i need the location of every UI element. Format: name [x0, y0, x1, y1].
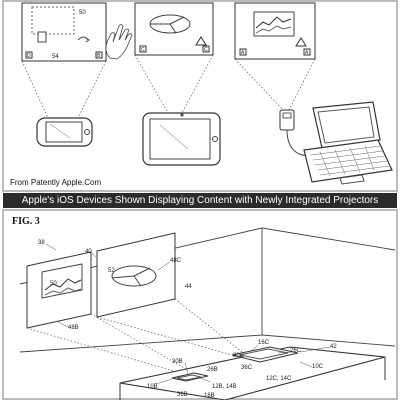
screen1-right-tag: B: [97, 53, 101, 59]
wall-projection-pie: [96, 232, 176, 318]
wall-projection-graph: [26, 251, 92, 329]
projected-screen-1: 50 54 D B: [21, 2, 107, 62]
ref-26c: 26C: [290, 348, 302, 354]
ref-42: 42: [330, 344, 337, 350]
ref-36b: 36B: [177, 392, 188, 398]
projected-screen-2: C C: [134, 2, 214, 56]
hand-gesture-icon: [105, 24, 133, 60]
ref-44: 44: [185, 284, 192, 290]
ipad-device: [142, 112, 221, 166]
ref-54: 54: [52, 54, 59, 60]
projector-dongle: [279, 109, 318, 157]
iphone-device: [36, 117, 93, 147]
ref-16c: 16C: [258, 340, 270, 346]
screen3-left-tag: A: [241, 50, 245, 56]
macbook-device: [303, 101, 393, 185]
screen3-right-tag: A: [305, 50, 309, 56]
ref-48c: 48C: [170, 258, 182, 264]
leader-lines: [45, 243, 331, 385]
ref-12c-14c: 12C, 14C: [266, 376, 292, 382]
ref-36c: 36C: [241, 365, 253, 371]
ref-30b: 30B: [172, 359, 183, 365]
projection-lines-bottom: [26, 298, 243, 374]
ipad-on-table: [231, 346, 299, 363]
ref-40: 40: [85, 249, 92, 255]
ref-50-top: 50: [79, 10, 86, 16]
ref-10c: 10C: [312, 364, 324, 370]
figure-label: FIG. 3: [12, 216, 40, 227]
screen2-left-tag: C: [141, 47, 145, 53]
ref-26b: 26B: [207, 367, 218, 373]
ref-50: 50: [50, 281, 57, 287]
figure-references: 38 40 48C 44 50 52 48B 16C 30C 26C 42 30…: [38, 240, 337, 399]
screen1-left-tag-box: [25, 51, 33, 59]
projection-lines-top: [21, 54, 316, 119]
bottom-panel-border: [2, 209, 398, 400]
ref-48b: 48B: [68, 325, 79, 331]
ref-10b: 10B: [147, 384, 158, 390]
ref-30c: 30C: [233, 353, 245, 359]
ref-16b: 16B: [204, 393, 215, 399]
ref-12b-14b: 12B, 14B: [212, 384, 237, 390]
iphone-on-table: [171, 372, 209, 382]
source-credit: From Patently Apple.Com: [10, 178, 102, 187]
projected-screen-3: A A: [234, 2, 316, 60]
table: [119, 346, 386, 400]
screen2-right-tag: C: [204, 47, 208, 53]
banner-title: Apple's iOS Devices Shown Displaying Con…: [3, 193, 397, 208]
screen1-left-tag: D: [27, 53, 31, 59]
ref-38: 38: [38, 240, 45, 246]
screen1-right-tag-box: [95, 51, 103, 59]
top-panel-border: [2, 0, 398, 192]
ref-52: 52: [108, 268, 115, 274]
